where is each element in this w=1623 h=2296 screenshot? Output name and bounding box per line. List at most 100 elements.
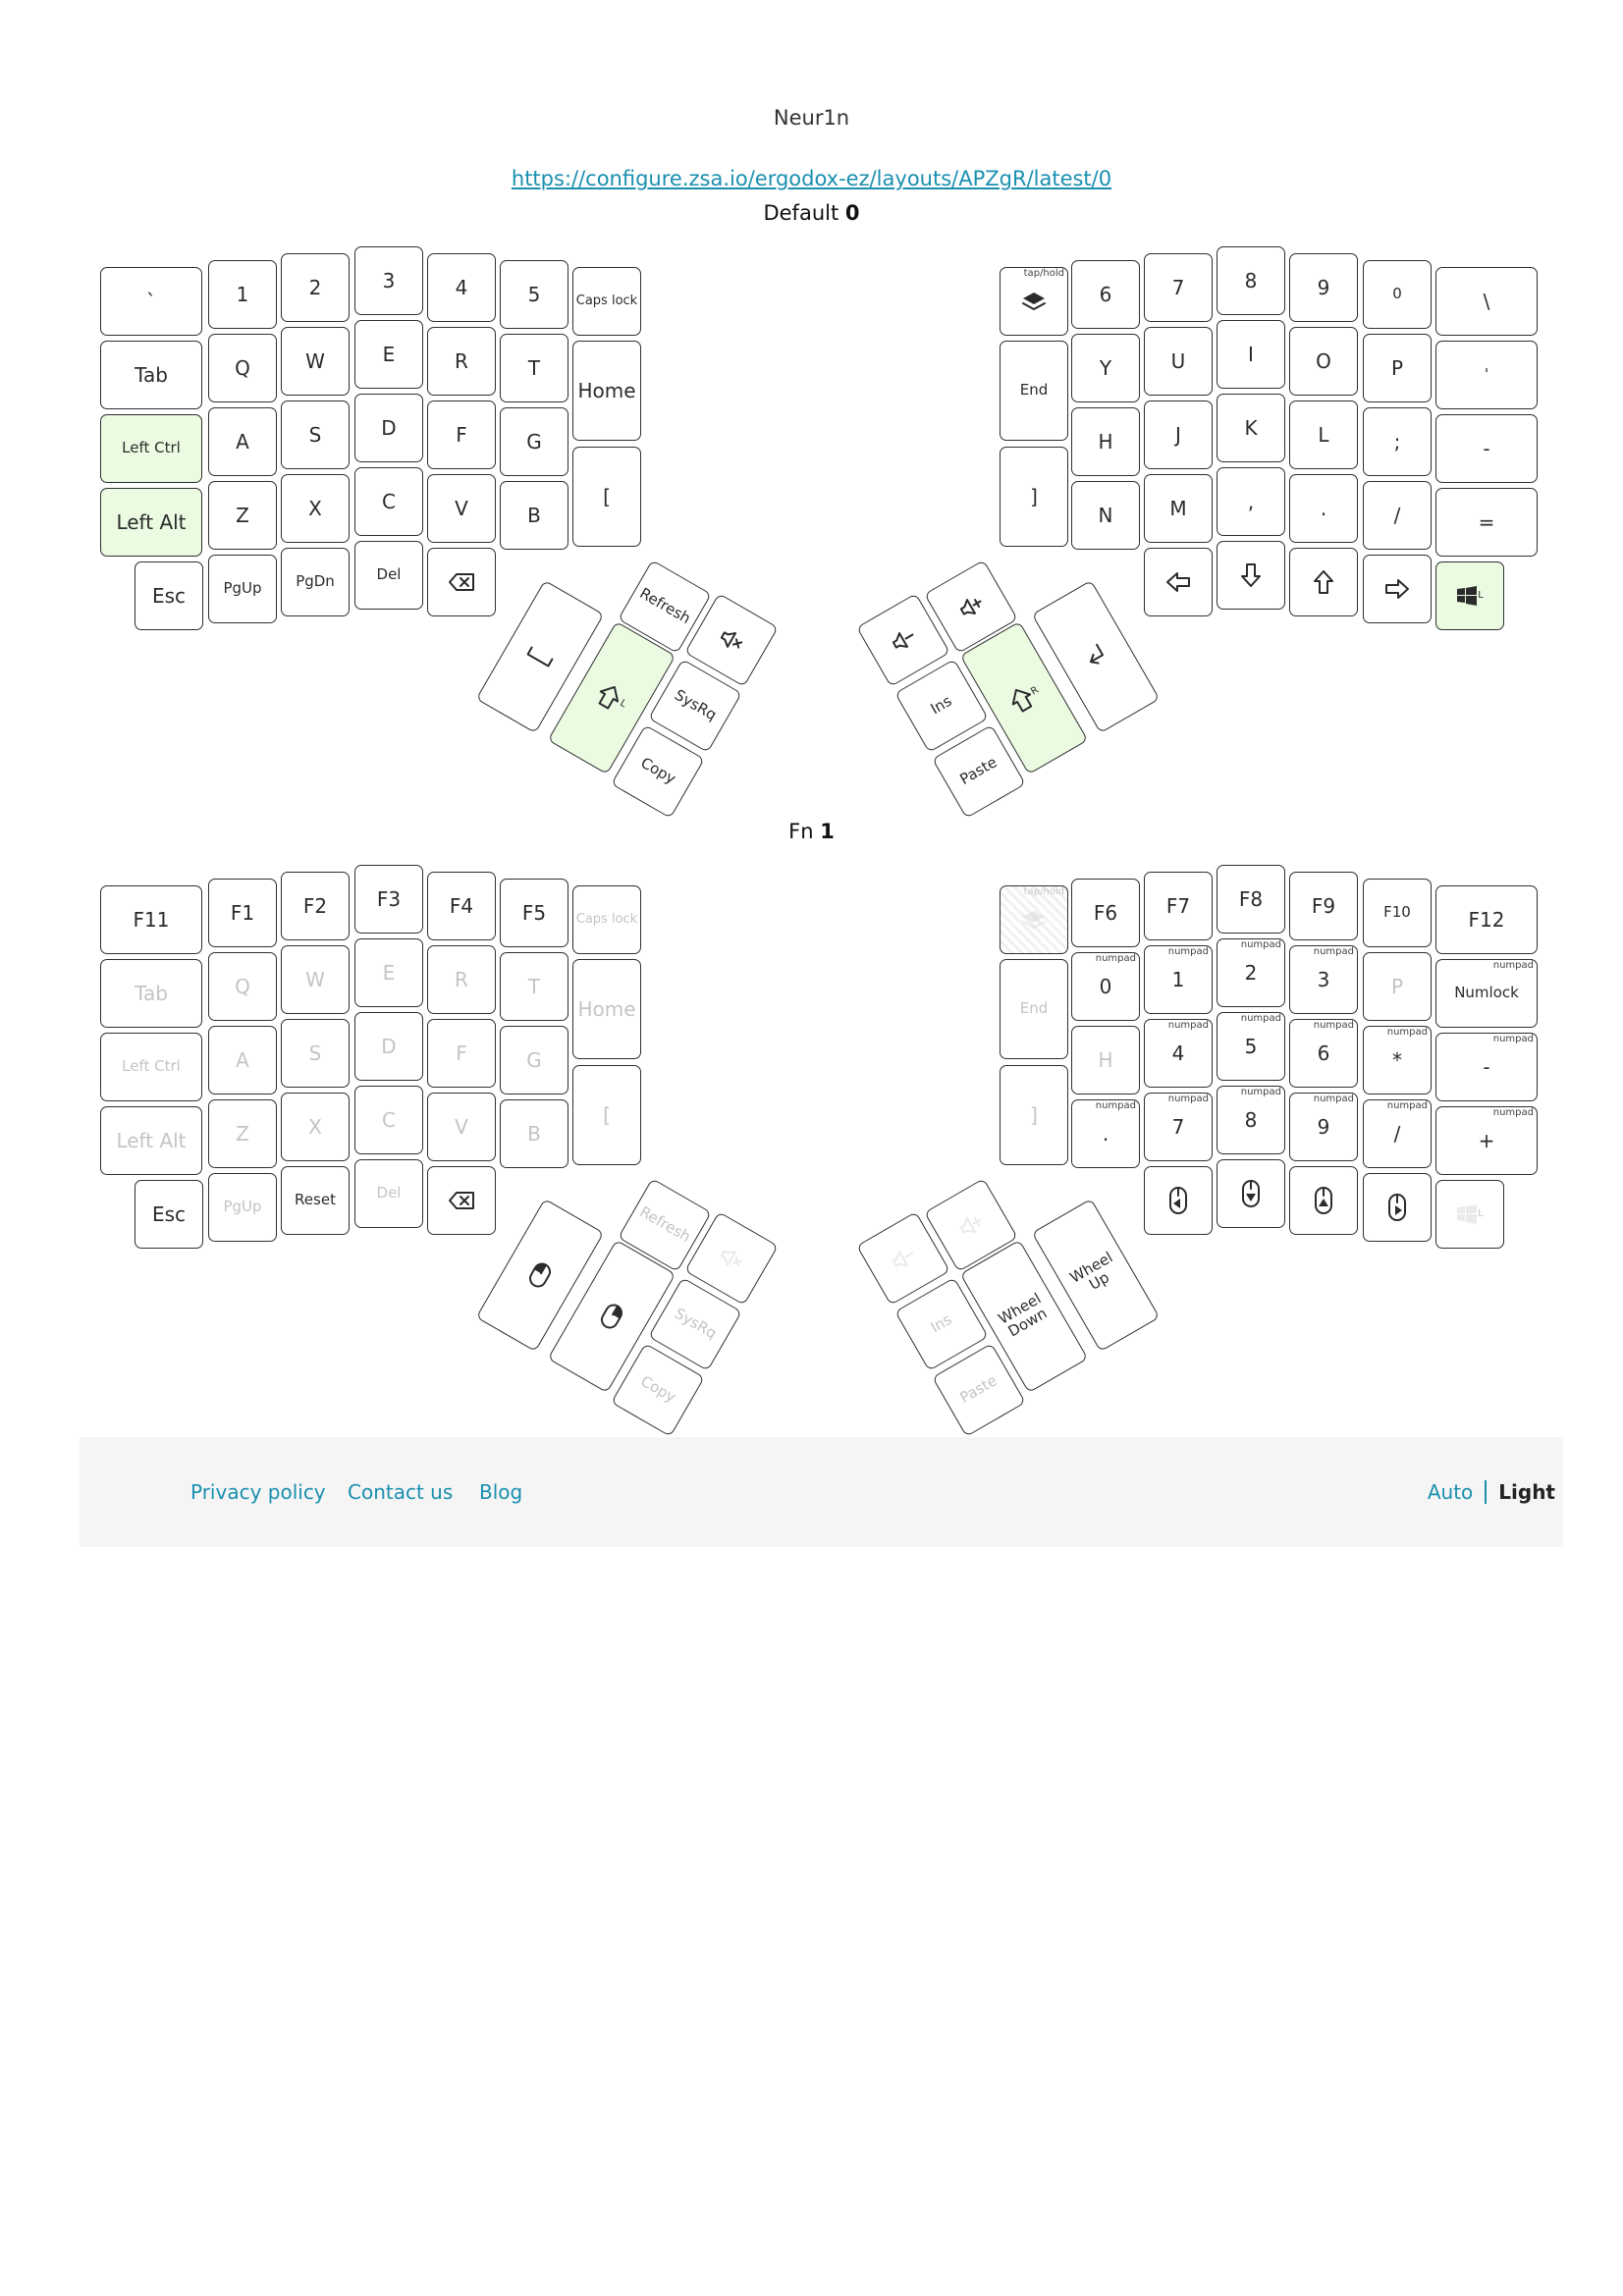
key-lt4[interactable] [475, 1198, 605, 1353]
key-l20[interactable]: Left Ctrl [100, 414, 202, 483]
key-l36[interactable]: [ [572, 447, 641, 547]
key-l40[interactable]: Esc [135, 1180, 203, 1249]
key-l21[interactable]: A [208, 1026, 277, 1095]
key-l23[interactable]: D [354, 1012, 423, 1081]
privacy-policy-link[interactable]: Privacy policy [190, 1480, 326, 1504]
key-l23[interactable]: D [354, 394, 423, 462]
key-l32[interactable]: X [281, 1093, 350, 1161]
key-r21[interactable]: H [1071, 1026, 1140, 1095]
key-r24[interactable]: L [1289, 400, 1358, 469]
key-r26[interactable]: - [1435, 414, 1538, 483]
key-l04[interactable]: 4 [427, 253, 496, 322]
key-r31[interactable]: numpad. [1071, 1099, 1140, 1168]
key-l15[interactable]: T [500, 334, 568, 402]
key-r12[interactable]: U [1144, 327, 1213, 396]
key-l01[interactable]: 1 [208, 260, 277, 329]
key-r15[interactable]: P [1363, 334, 1432, 402]
key-r45[interactable] [1363, 555, 1432, 623]
key-r33[interactable]: , [1217, 467, 1285, 536]
key-l33[interactable]: C [354, 467, 423, 536]
key-l05[interactable]: 5 [500, 260, 568, 329]
key-r11[interactable]: Y [1071, 334, 1140, 402]
key-r01[interactable]: F6 [1071, 879, 1140, 947]
key-l13[interactable]: E [354, 938, 423, 1007]
key-l10[interactable]: Tab [100, 341, 202, 409]
key-lt5[interactable] [547, 1239, 676, 1394]
key-r10[interactable]: End [1000, 959, 1068, 1059]
key-r45[interactable] [1363, 1173, 1432, 1242]
key-r35[interactable]: numpad/ [1363, 1099, 1432, 1168]
key-l03[interactable]: 3 [354, 246, 423, 315]
key-lt1[interactable] [684, 1211, 779, 1306]
key-l40[interactable]: Esc [135, 561, 203, 630]
key-l02[interactable]: F2 [281, 872, 350, 940]
key-r04[interactable]: F9 [1289, 872, 1358, 940]
key-l25[interactable]: G [500, 1026, 568, 1095]
key-r43[interactable] [1217, 541, 1285, 610]
layout-url[interactable]: https://configure.zsa.io/ergodox-ez/layo… [0, 167, 1623, 190]
key-r02[interactable]: 7 [1144, 253, 1213, 322]
blog-link[interactable]: Blog [479, 1480, 523, 1504]
key-l24[interactable]: F [427, 400, 496, 469]
key-r04[interactable]: 9 [1289, 253, 1358, 322]
key-r03[interactable]: 8 [1217, 246, 1285, 315]
key-r06[interactable]: \ [1435, 267, 1538, 336]
key-lt5[interactable]: L [547, 620, 676, 775]
key-r25[interactable]: ; [1363, 407, 1432, 476]
key-l42[interactable]: Reset [281, 1166, 350, 1235]
key-l00[interactable]: F11 [100, 885, 202, 954]
key-l32[interactable]: X [281, 474, 350, 543]
key-l02[interactable]: 2 [281, 253, 350, 322]
key-r25[interactable]: numpad* [1363, 1026, 1432, 1095]
key-l11[interactable]: Q [208, 334, 277, 402]
key-r05[interactable]: 0 [1363, 260, 1432, 329]
key-r46[interactable]: L [1435, 1180, 1504, 1249]
key-r31[interactable]: N [1071, 481, 1140, 550]
key-l12[interactable]: W [281, 945, 350, 1014]
key-l12[interactable]: W [281, 327, 350, 396]
key-r43[interactable] [1217, 1159, 1285, 1228]
key-r36[interactable]: = [1435, 488, 1538, 557]
key-rt1[interactable] [856, 593, 950, 687]
key-r32[interactable]: M [1144, 474, 1213, 543]
key-r42[interactable] [1144, 548, 1213, 616]
key-l15[interactable]: T [500, 952, 568, 1021]
key-lt1[interactable] [684, 593, 779, 687]
key-r34[interactable]: . [1289, 474, 1358, 543]
key-l04[interactable]: F4 [427, 872, 496, 940]
key-l16[interactable]: Home [572, 341, 641, 441]
key-l10[interactable]: Tab [100, 959, 202, 1028]
key-l43[interactable]: Del [354, 1159, 423, 1228]
key-r00[interactable]: tap/hold [1000, 885, 1068, 954]
key-r21[interactable]: H [1071, 407, 1140, 476]
key-r44[interactable] [1289, 548, 1358, 616]
key-l05[interactable]: F5 [500, 879, 568, 947]
key-l34[interactable]: V [427, 1093, 496, 1161]
key-l03[interactable]: F3 [354, 865, 423, 934]
key-l44[interactable] [427, 1166, 496, 1235]
key-l01[interactable]: F1 [208, 879, 277, 947]
key-r16[interactable]: ' [1435, 341, 1538, 409]
key-l06[interactable]: Caps lock [572, 885, 641, 954]
key-l31[interactable]: Z [208, 481, 277, 550]
key-l13[interactable]: E [354, 320, 423, 389]
key-l33[interactable]: C [354, 1086, 423, 1154]
key-rt4[interactable]: R [959, 620, 1089, 775]
key-l00[interactable]: ` [100, 267, 202, 336]
key-r15[interactable]: P [1363, 952, 1432, 1021]
key-rt5[interactable] [1031, 579, 1161, 734]
key-l14[interactable]: R [427, 327, 496, 396]
key-r42[interactable] [1144, 1166, 1213, 1235]
key-r44[interactable] [1289, 1166, 1358, 1235]
key-l14[interactable]: R [427, 945, 496, 1014]
key-l11[interactable]: Q [208, 952, 277, 1021]
key-r46[interactable]: L [1435, 561, 1504, 630]
key-r00[interactable]: tap/hold [1000, 267, 1068, 336]
